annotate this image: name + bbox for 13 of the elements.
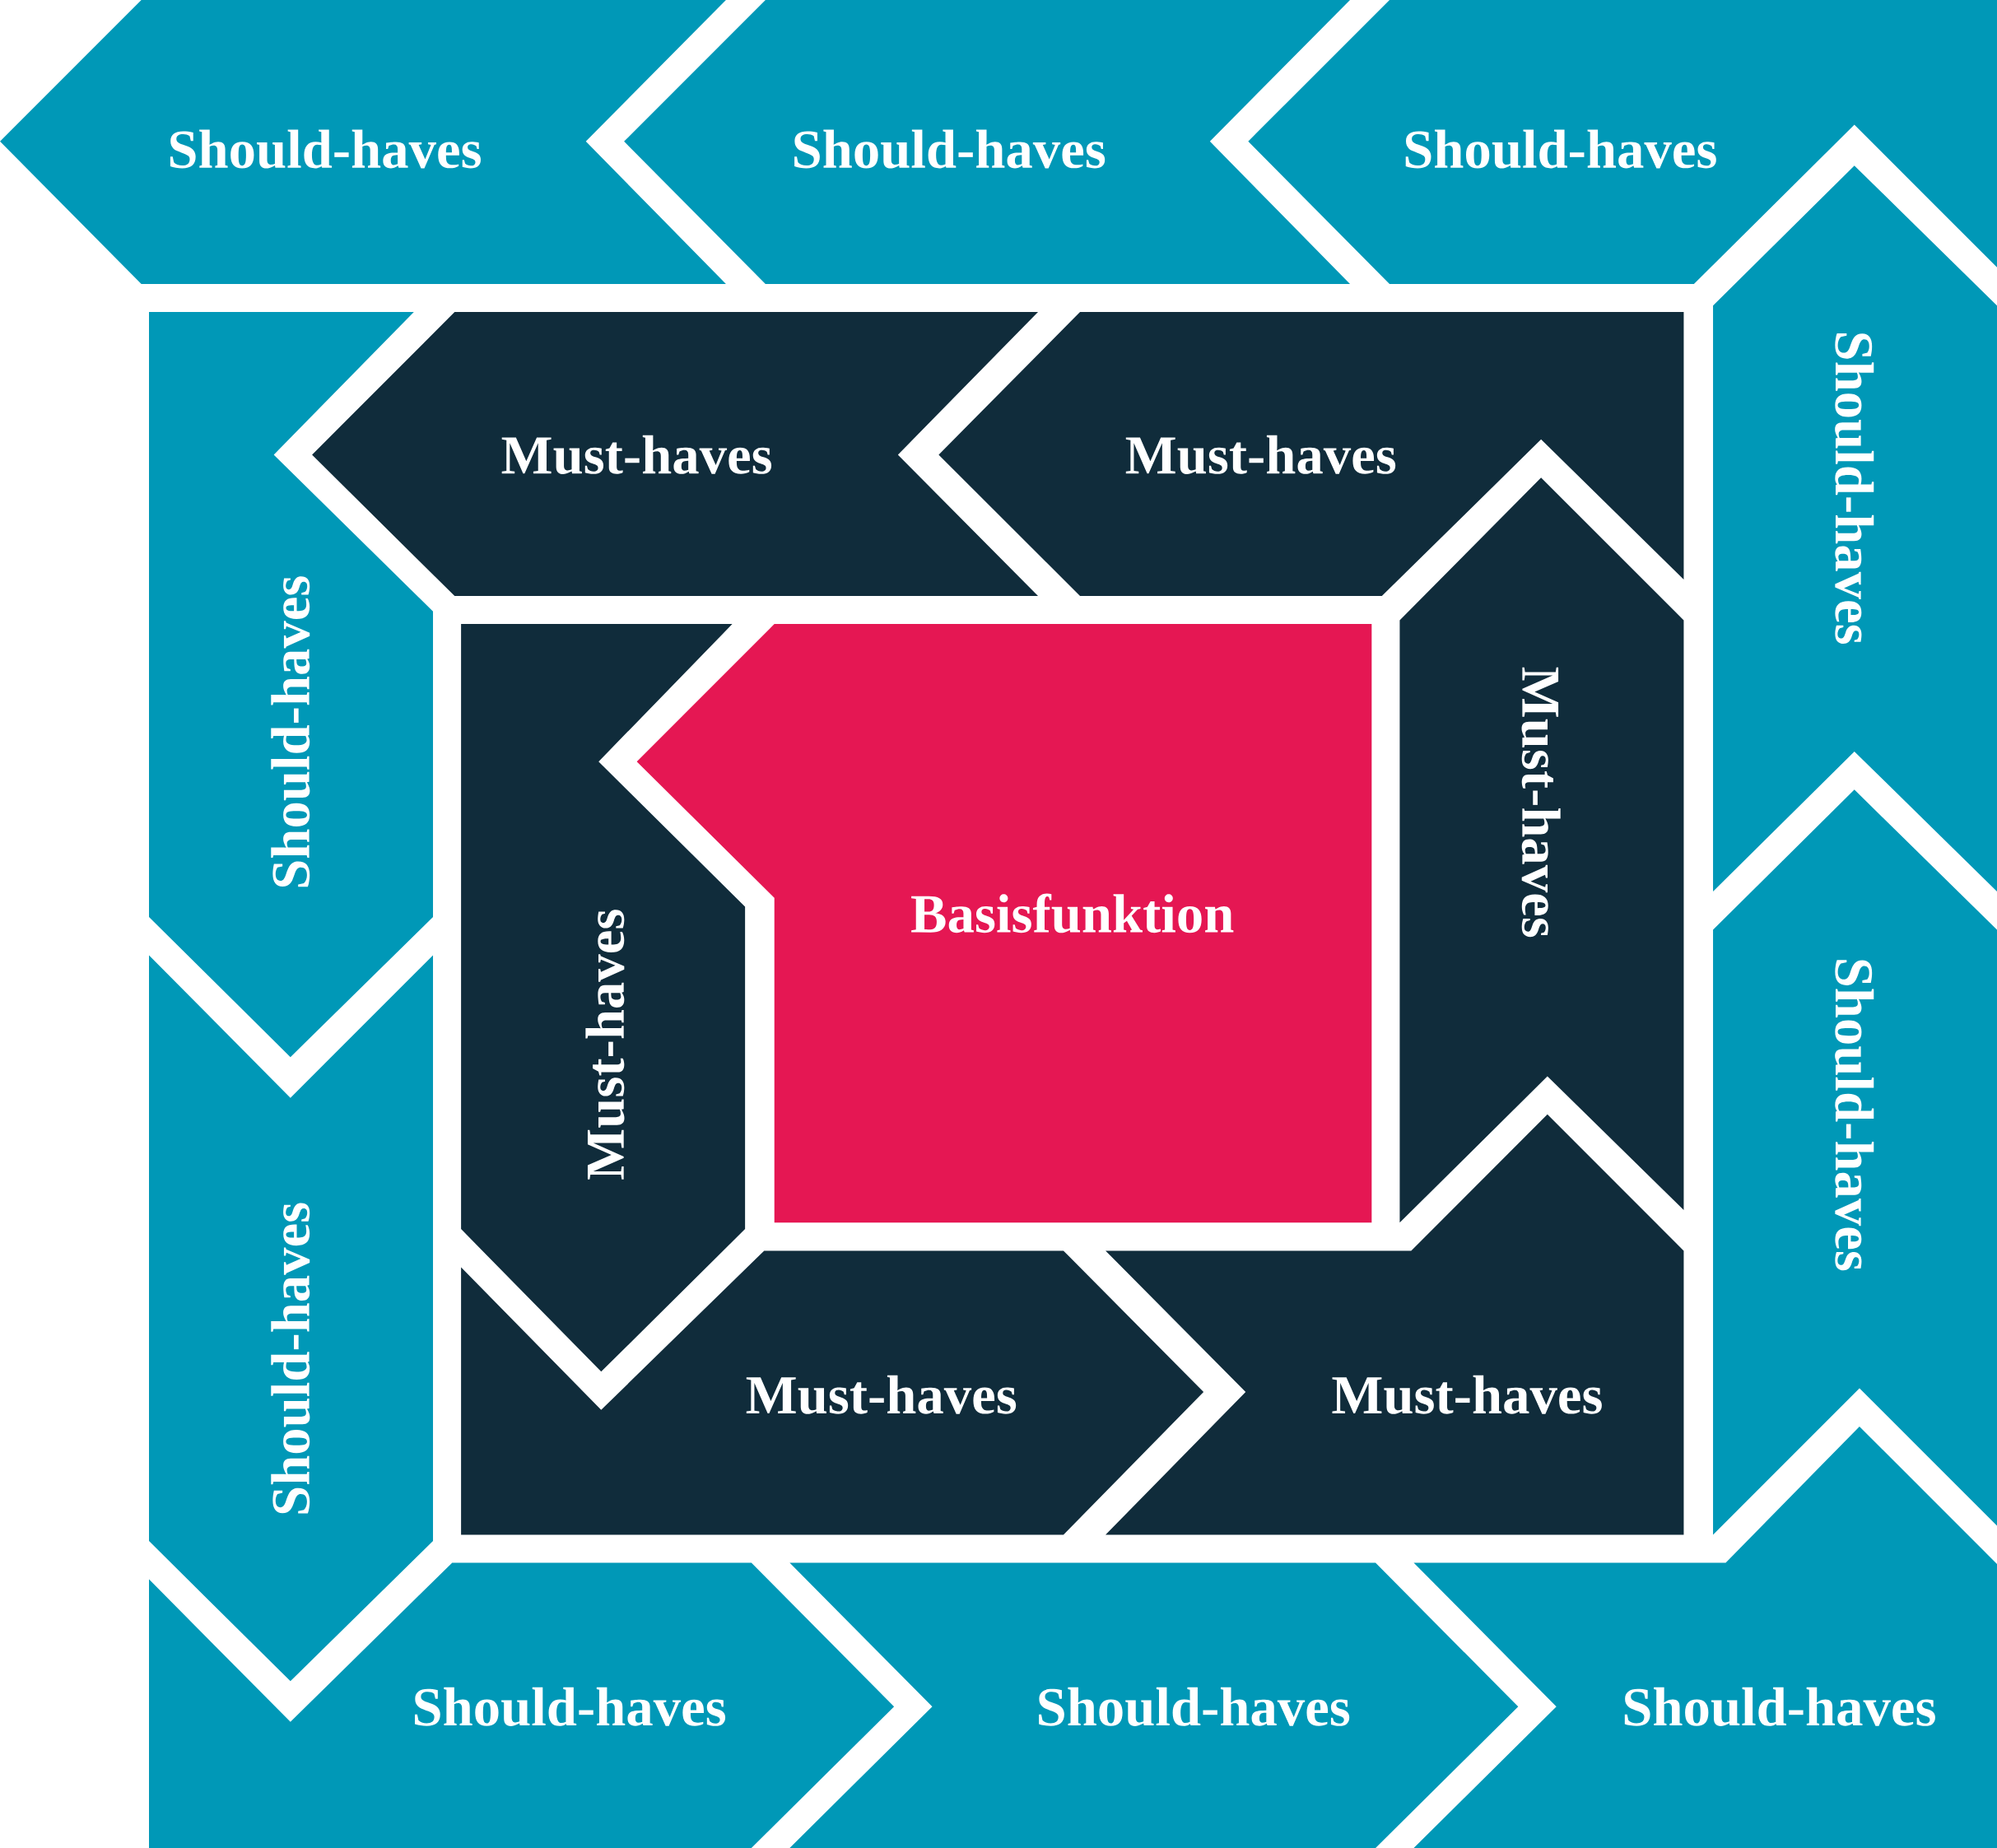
node-label: Must-haves [501, 435, 772, 474]
node-label: Should-haves [271, 1203, 310, 1514]
node-label: Must-haves [585, 910, 625, 1180]
node-label: Should-haves [271, 576, 310, 887]
node-label: Must-haves [746, 1375, 1017, 1414]
node-label: Should-haves [794, 129, 1106, 169]
node-label: Should-haves [1039, 1687, 1350, 1726]
node-label: Must-haves [1521, 667, 1561, 938]
node-label: Should-haves [1835, 333, 1874, 645]
node-label: Should-haves [170, 129, 481, 169]
node-label: Should-haves [415, 1687, 726, 1726]
node-label: Must-haves [1125, 435, 1396, 474]
node-label: Should-haves [1835, 960, 1874, 1271]
